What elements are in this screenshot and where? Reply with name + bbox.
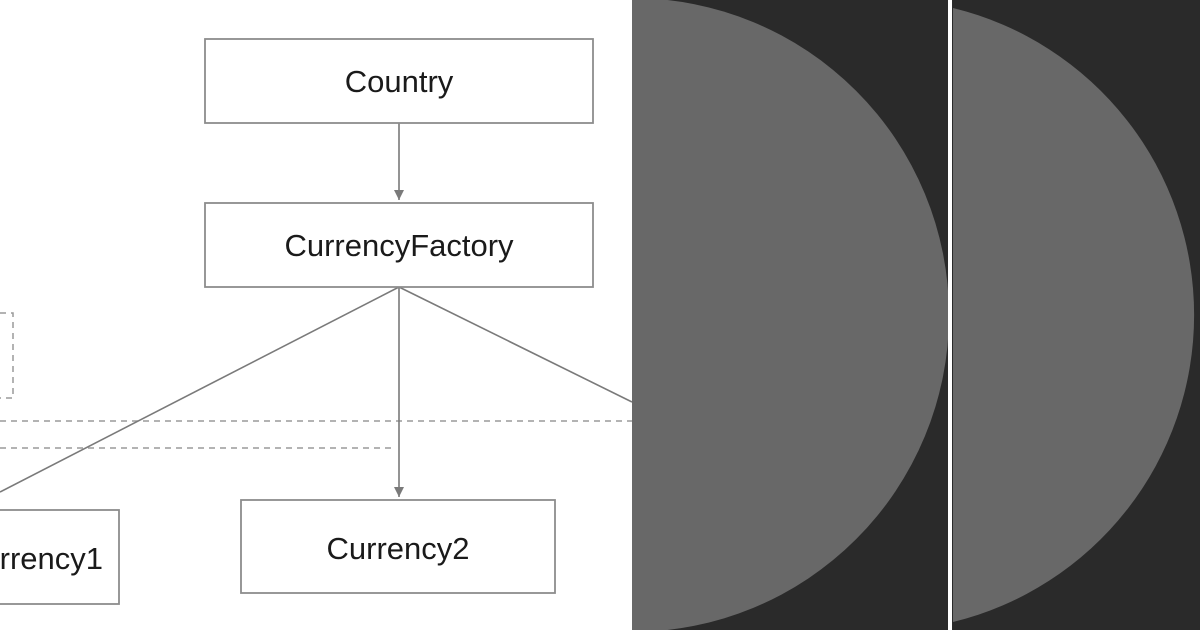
connectors bbox=[0, 123, 633, 497]
half-circle-shape-left bbox=[632, 0, 949, 630]
node-currency2-box bbox=[240, 499, 556, 594]
right-panel bbox=[632, 0, 1200, 630]
node-currency1-label: Currency1 bbox=[0, 541, 103, 576]
factory-to-offscreen-line bbox=[398, 286, 633, 403]
node-country-label: Country bbox=[345, 64, 454, 99]
node-currency-factory-label: CurrencyFactory bbox=[284, 228, 514, 263]
factory-to-currency1-line bbox=[0, 286, 400, 493]
node-currency1: Currency1 bbox=[0, 509, 120, 605]
node-currency2-label: Currency2 bbox=[327, 531, 470, 566]
half-circle-shape-right bbox=[953, 8, 1195, 622]
dashed-box-fragment bbox=[0, 312, 14, 399]
dashed-guides bbox=[0, 312, 632, 449]
node-currency1-box bbox=[0, 509, 120, 605]
node-currency-factory: CurrencyFactory bbox=[204, 202, 594, 288]
node-currency-factory-box bbox=[204, 202, 594, 288]
node-currency2: Currency2 bbox=[240, 499, 556, 594]
node-country-box bbox=[204, 38, 594, 124]
node-country: Country bbox=[204, 38, 594, 124]
